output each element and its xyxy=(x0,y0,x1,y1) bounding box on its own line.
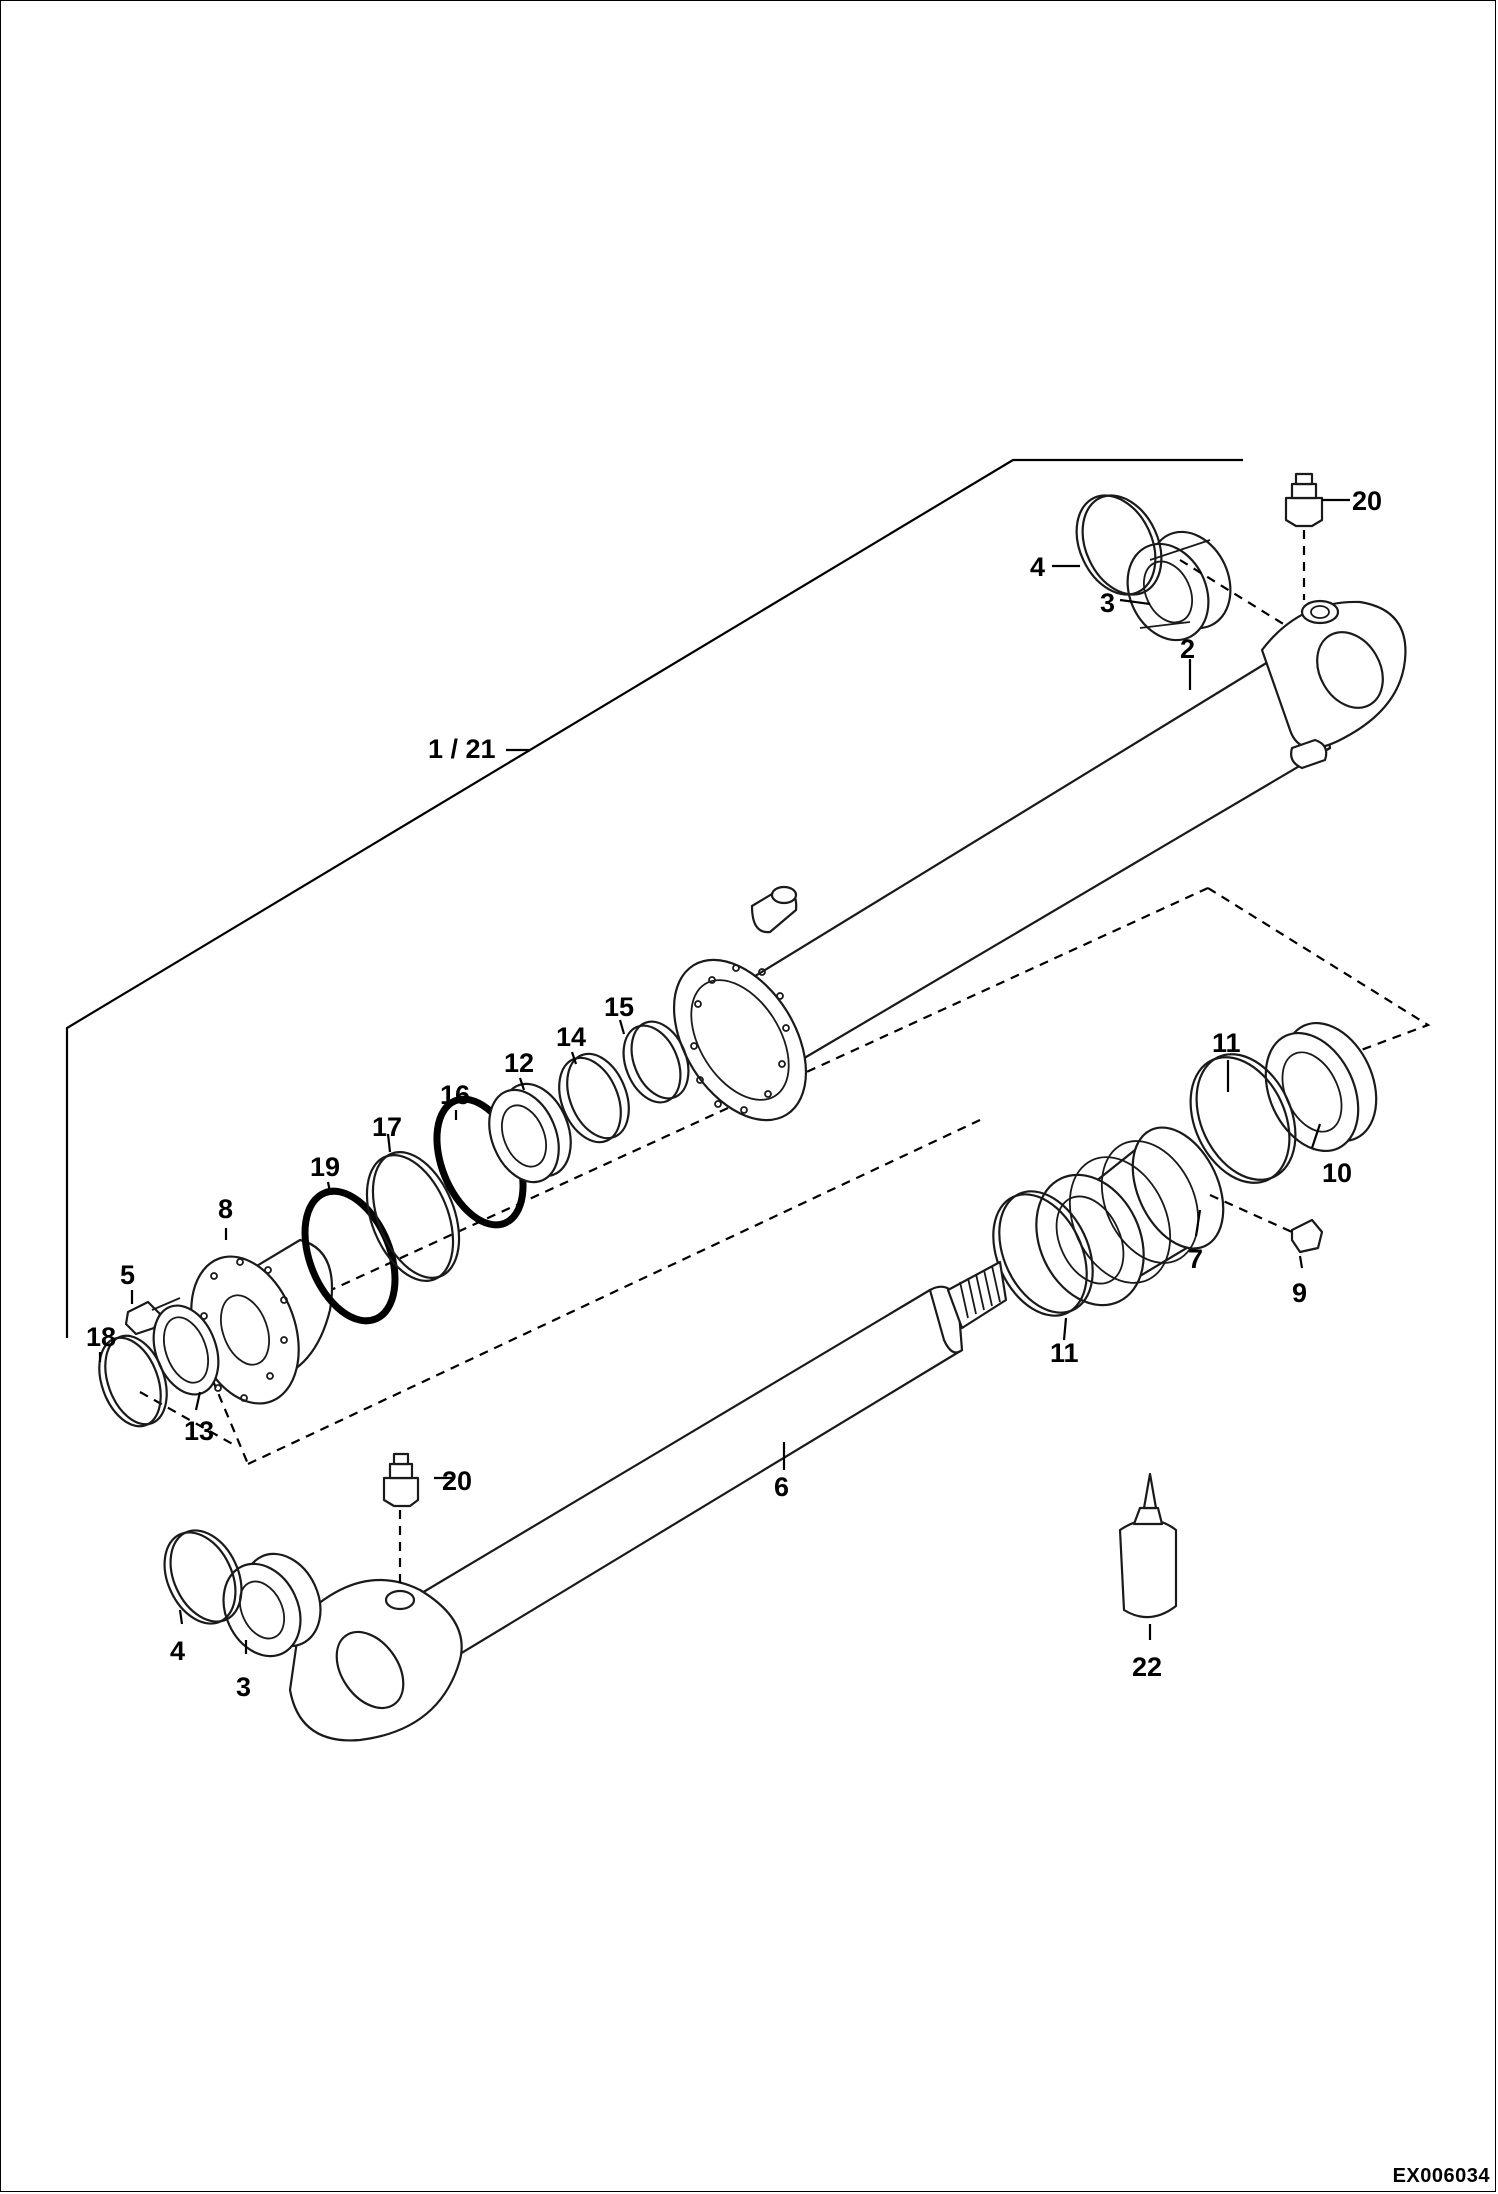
callout-7: 7 xyxy=(1188,1244,1203,1274)
set-screw xyxy=(1209,1193,1324,1254)
callout-19: 19 xyxy=(310,1152,340,1182)
callout-13: 13 xyxy=(184,1416,214,1446)
callout-5: 5 xyxy=(120,1260,135,1290)
callout-11-upper: 11 xyxy=(1212,1028,1241,1058)
callout-1-21: 1 / 21 xyxy=(428,734,496,764)
buffer-seal-12 xyxy=(488,1082,572,1184)
cylinder-barrel xyxy=(672,599,1407,1122)
wiper xyxy=(98,1334,168,1428)
callout-10: 10 xyxy=(1322,1158,1352,1188)
callout-14: 14 xyxy=(556,1022,586,1052)
backup-ring-17 xyxy=(365,1151,461,1282)
adhesive-tube xyxy=(1118,1472,1178,1619)
piston xyxy=(1035,1126,1225,1307)
assembly-bracket xyxy=(65,458,1243,1338)
upper-grease-fitting xyxy=(1284,472,1324,600)
ring-15 xyxy=(622,1020,690,1104)
lower-circlip xyxy=(163,1529,243,1625)
callout-3-lower: 3 xyxy=(236,1672,251,1702)
callout-22: 22 xyxy=(1132,1652,1162,1682)
callout-11-lower: 11 xyxy=(1050,1338,1079,1368)
callout-17: 17 xyxy=(372,1112,402,1142)
piston-seal-upper xyxy=(1189,1053,1297,1184)
upper-circlip xyxy=(1075,494,1163,596)
lower-grease-fitting xyxy=(382,1452,420,1590)
callout-20-lower: 20 xyxy=(442,1466,472,1496)
callout-9: 9 xyxy=(1292,1278,1307,1308)
upper-bushing xyxy=(1126,530,1232,642)
callout-2: 2 xyxy=(1180,634,1195,664)
leader-lines xyxy=(98,498,1350,1654)
callout-4-upper: 4 xyxy=(1030,552,1045,582)
figure-code: EX006034 xyxy=(1392,2165,1490,2187)
callout-6: 6 xyxy=(774,1472,789,1502)
callout-16: 16 xyxy=(440,1080,470,1110)
callout-3-upper: 3 xyxy=(1100,588,1115,618)
piston-rod xyxy=(288,1260,1008,1742)
callout-4-lower: 4 xyxy=(170,1636,185,1666)
callout-18: 18 xyxy=(86,1322,116,1352)
callout-12: 12 xyxy=(504,1048,534,1078)
callout-labels: 1 / 21 2 20 4 3 11 10 7 9 11 6 20 4 3 22… xyxy=(86,486,1382,1702)
callout-20-upper: 20 xyxy=(1352,486,1382,516)
callout-8: 8 xyxy=(218,1194,233,1224)
lower-bushing xyxy=(222,1552,322,1658)
wear-ring xyxy=(1264,1021,1378,1153)
callout-15: 15 xyxy=(604,992,634,1022)
